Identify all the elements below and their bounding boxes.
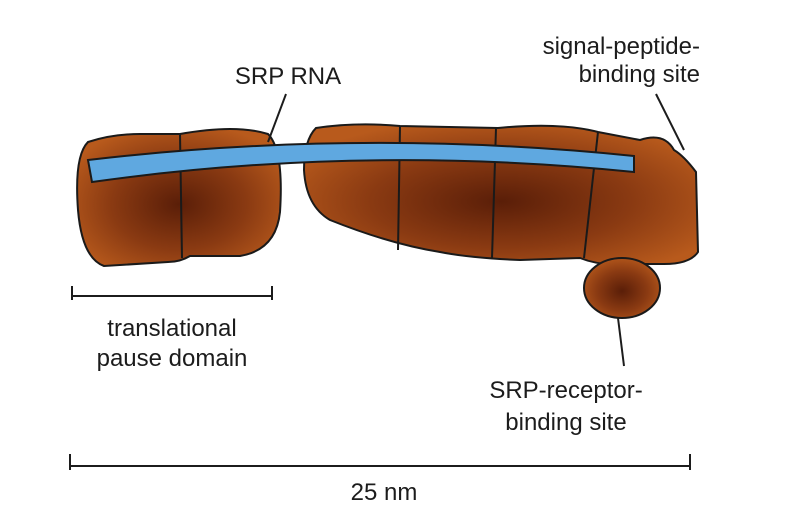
srp-rna-pointer (267, 93, 287, 143)
signal-peptide-pointer (655, 93, 685, 151)
receptor-label-1: SRP-receptor- (489, 377, 642, 404)
srp-rna-label: SRP RNA (235, 63, 341, 90)
receptor-label-2: binding site (505, 409, 626, 436)
receptor-knob (583, 257, 661, 319)
signal-peptide-label-2: binding site (579, 61, 700, 88)
scale-bar (69, 454, 691, 470)
pause-domain-bracket (71, 286, 273, 300)
scale-label: 25 nm (351, 479, 418, 506)
srp-rna-band (86, 141, 635, 184)
receptor-pointer (617, 317, 625, 367)
pause-domain-label-2: pause domain (97, 345, 248, 372)
signal-peptide-label-1: signal-peptide- (543, 33, 700, 60)
pause-domain-label-1: translational (107, 315, 236, 342)
